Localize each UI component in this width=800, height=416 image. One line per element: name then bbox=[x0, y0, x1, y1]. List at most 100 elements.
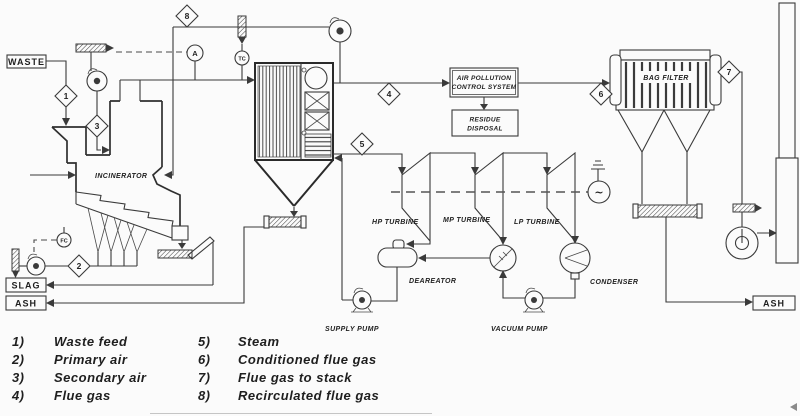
vacuum-pump-label: VACUUM PUMP bbox=[491, 326, 548, 333]
filter-bags bbox=[622, 62, 710, 108]
corner-glyph bbox=[790, 403, 797, 411]
legend-label-6: Conditioned flue gas bbox=[238, 352, 377, 367]
deaerator-vessel bbox=[377, 247, 418, 268]
slag-chute bbox=[187, 236, 215, 260]
stack-base bbox=[775, 157, 799, 264]
tag-5: 5 bbox=[360, 139, 365, 149]
legend-label-5: Steam bbox=[238, 334, 280, 349]
tag-6: 6 bbox=[599, 89, 604, 99]
air-pollution-control: AIR POLLUTION CONTROL SYSTEM RESIDUE DIS… bbox=[449, 67, 610, 137]
generator bbox=[587, 180, 611, 204]
tag-diamond-7 bbox=[717, 60, 741, 84]
slag-box bbox=[5, 277, 47, 293]
apc-label-line1: AIR POLLUTION bbox=[456, 75, 511, 82]
tag-diamond-4 bbox=[377, 82, 401, 106]
tag-diamond-1 bbox=[54, 84, 78, 108]
flow-controller-tag: FC bbox=[60, 239, 67, 245]
waste-box bbox=[6, 54, 47, 69]
condenser bbox=[559, 242, 591, 274]
flue-gas-lines: TC A bbox=[116, 15, 450, 179]
legend-label-1: Waste feed bbox=[54, 334, 128, 349]
legend-label-7: Flue gas to stack bbox=[238, 370, 352, 385]
deaerator-label: DEAREATOR bbox=[409, 278, 456, 285]
tag-diamond-8 bbox=[175, 4, 199, 28]
slag-label: SLAG bbox=[11, 281, 40, 291]
stack-upper bbox=[778, 2, 796, 159]
tag-7: 7 bbox=[727, 67, 732, 77]
primary-air-line: FC bbox=[11, 227, 138, 278]
residue-label-line2: DISPOSAL bbox=[467, 126, 503, 133]
condenser-label: CONDENSER bbox=[590, 279, 638, 286]
bag-filter: BAG FILTER ASH bbox=[609, 49, 796, 311]
mp-turbine bbox=[474, 151, 504, 243]
slag-ash-lines: SLAG ASH bbox=[5, 226, 264, 311]
ground-symbol bbox=[591, 160, 605, 181]
residue-label-line1: RESIDUE bbox=[470, 117, 501, 124]
steam-turbine-train: ~ HP TURBINE MP TURBINE LP TURBINE bbox=[333, 151, 611, 243]
secondary-air-line bbox=[75, 43, 114, 154]
economizer bbox=[304, 133, 332, 158]
legend-num-7: 7) bbox=[198, 370, 210, 385]
arrow-waste-down bbox=[62, 118, 70, 126]
bag-filter-ash-conveyor bbox=[637, 204, 698, 218]
tag-diamond-3 bbox=[85, 114, 109, 138]
ash-left-label: ASH bbox=[15, 299, 37, 309]
stack-line bbox=[721, 2, 799, 264]
legend-num-2: 2) bbox=[11, 352, 24, 367]
legend-label-2: Primary air bbox=[54, 352, 128, 367]
slag-discharger bbox=[157, 249, 193, 259]
apc-label-line2: CONTROL SYSTEM bbox=[452, 84, 517, 91]
tag-3: 3 bbox=[95, 121, 100, 131]
ash-left-box bbox=[5, 295, 47, 311]
apc-box bbox=[449, 67, 519, 98]
secondary-air-damper bbox=[75, 43, 107, 53]
tag-diamond-6 bbox=[589, 82, 613, 106]
tag-8: 8 bbox=[185, 11, 190, 21]
lp-turbine-label: LP TURBINE bbox=[514, 219, 560, 226]
bag-filter-label: BAG FILTER bbox=[643, 75, 688, 82]
boiler-tube-bank bbox=[257, 65, 301, 158]
legend-num-6: 6) bbox=[198, 352, 210, 367]
hp-turbine-label: HP TURBINE bbox=[372, 219, 419, 226]
stack-damper bbox=[732, 203, 756, 213]
incinerator: INCINERATOR bbox=[30, 80, 215, 260]
tag-diamond-2 bbox=[67, 254, 91, 278]
lp-turbine bbox=[546, 151, 576, 243]
legend-label-4: Flue gas bbox=[54, 388, 111, 403]
boiler-ash-conveyor bbox=[268, 216, 302, 228]
tag-1: 1 bbox=[64, 91, 69, 101]
analyzer-tag: A bbox=[192, 49, 198, 58]
generator-symbol: ~ bbox=[594, 186, 603, 199]
superheater-1 bbox=[304, 91, 330, 111]
recirc-damper bbox=[237, 15, 247, 38]
residue-disposal-box bbox=[451, 109, 519, 137]
legend-num-4: 4) bbox=[11, 388, 24, 403]
ash-right-label: ASH bbox=[763, 299, 785, 309]
legend-num-1: 1) bbox=[12, 334, 24, 349]
steam-drum bbox=[304, 66, 328, 90]
legend: 1) Waste feed 2) Primary air 3) Secondar… bbox=[11, 334, 379, 403]
temperature-controller-tag: TC bbox=[238, 57, 245, 63]
grate-discharge-box bbox=[171, 225, 189, 241]
legend-num-8: 8) bbox=[198, 388, 210, 403]
ash-right-box bbox=[752, 295, 796, 311]
hp-turbine bbox=[401, 151, 431, 243]
grate-steps bbox=[75, 191, 174, 227]
condensate-system: DEAREATOR CONDENSER SUPPLY PUMP VACUUM P… bbox=[325, 154, 638, 333]
legend-num-5: 5) bbox=[198, 334, 210, 349]
superheater-2 bbox=[304, 111, 330, 131]
tag-2: 2 bbox=[77, 261, 82, 271]
stream-tags: 1 2 3 4 5 6 7 8 bbox=[54, 4, 741, 278]
legend-label-3: Secondary air bbox=[54, 370, 147, 385]
supply-pump-label: SUPPLY PUMP bbox=[325, 326, 379, 333]
mp-turbine-label: MP TURBINE bbox=[443, 217, 490, 224]
tag-diamond-5 bbox=[350, 132, 374, 156]
incinerator-label: INCINERATOR bbox=[95, 173, 147, 180]
waste-label: WASTE bbox=[8, 57, 45, 67]
legend-label-8: Recirculated flue gas bbox=[238, 388, 379, 403]
tag-4: 4 bbox=[387, 89, 392, 99]
primary-air-damper bbox=[11, 248, 20, 272]
boiler bbox=[254, 62, 334, 229]
